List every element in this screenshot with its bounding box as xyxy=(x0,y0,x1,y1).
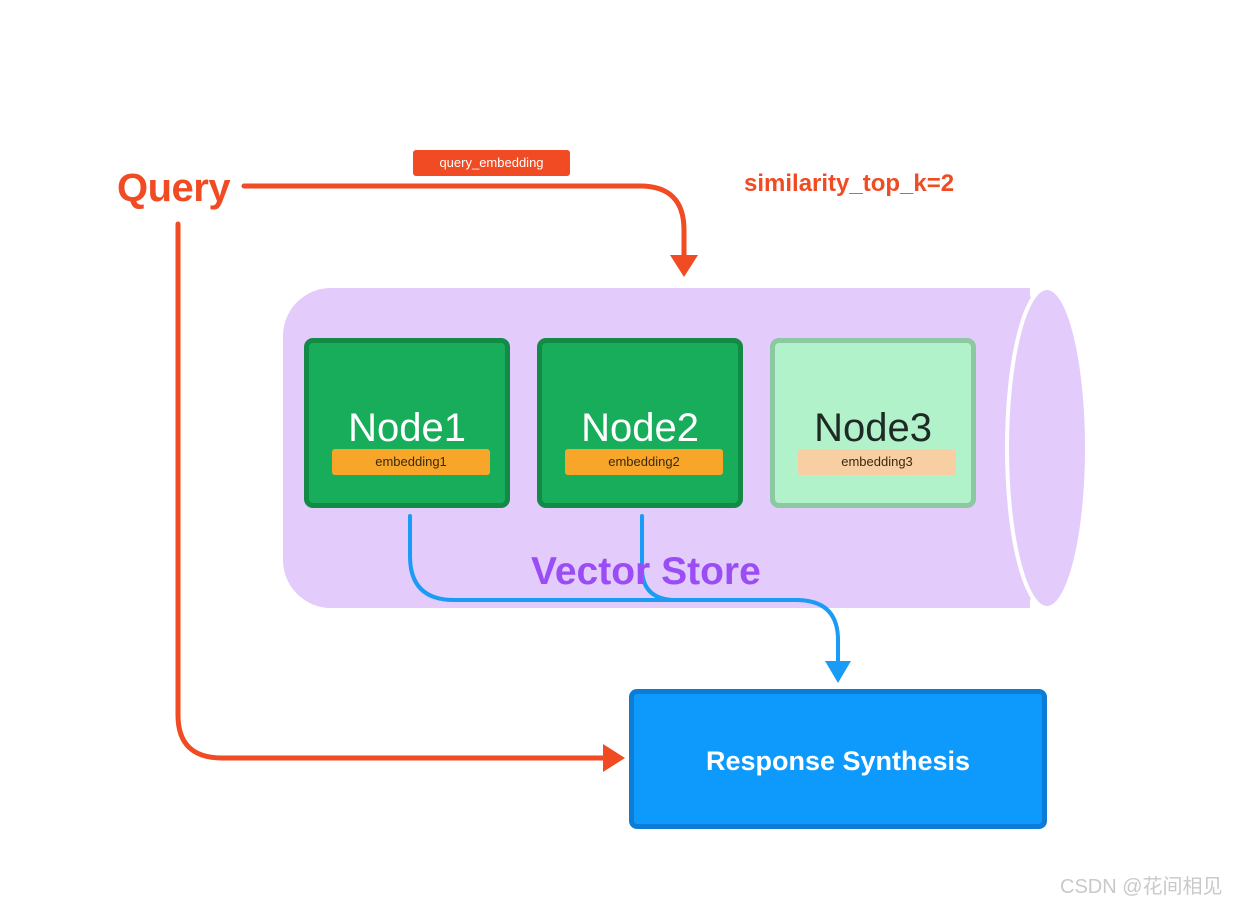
retrieval-arrowhead xyxy=(825,661,851,683)
query-embedding-connector xyxy=(241,183,687,261)
node-title: Node2 xyxy=(581,406,699,450)
node-embedding-tag: embedding2 xyxy=(565,449,723,475)
node-embedding-tag: embedding3 xyxy=(798,449,956,475)
node-title: Node3 xyxy=(814,406,932,450)
node2-retrieval-connector xyxy=(640,514,674,602)
query-title: Query xyxy=(117,166,231,210)
query-embedding-tag: query_embedding xyxy=(413,150,570,176)
node-title: Node1 xyxy=(348,406,466,450)
response-synthesis-box: Response Synthesis xyxy=(629,689,1047,829)
similarity-top-k-label: similarity_top_k=2 xyxy=(744,170,955,197)
vector-store-label: Vector Store xyxy=(531,550,761,593)
query-to-response-arrowhead xyxy=(603,744,625,772)
node-embedding-tag: embedding1 xyxy=(332,449,490,475)
node1-retrieval-connector xyxy=(408,514,840,666)
response-synthesis-label: Response Synthesis xyxy=(705,746,971,776)
csdn-watermark: CSDN @花间相见 xyxy=(1060,876,1223,898)
node-card-1: Node1 embedding1 xyxy=(304,338,510,508)
query-embedding-arrowhead xyxy=(670,255,698,277)
node-card-3: Node3 embedding3 xyxy=(770,338,976,508)
node-card-2: Node2 embedding2 xyxy=(537,338,743,508)
query-to-response-connector xyxy=(175,221,609,761)
